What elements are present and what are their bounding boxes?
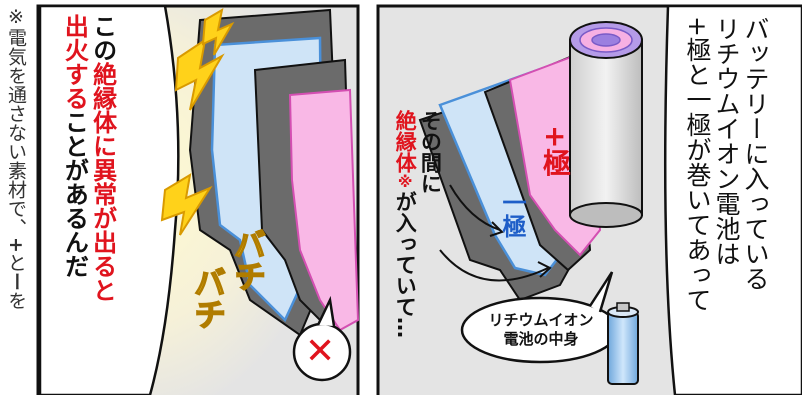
insulator-label: 絶縁体	[393, 110, 418, 173]
asterisk: ※	[396, 173, 415, 191]
minus-symbol: ー	[5, 271, 27, 291]
minus-pole-label: 一極	[498, 190, 526, 238]
narration-box	[663, 4, 802, 395]
lightning-1	[174, 37, 225, 111]
caption-line-1: リチウムイオン	[488, 311, 594, 329]
bubble-line-1-plain: この	[88, 14, 117, 62]
x-mark-icon: ✕	[305, 331, 336, 372]
lightning-3	[201, 8, 235, 56]
between-line-1: その間に	[418, 110, 443, 194]
narration-text: バッテリーに入っている リチウムイオン電池は +極と一極が巻いてあって	[683, 16, 770, 395]
bubble-line-1-red: 絶縁体に異常が出ると	[88, 62, 117, 302]
narration-line-2: リチウムイオン電池は	[712, 16, 741, 266]
between-line-2: 絶縁体※が入っていて…	[392, 110, 417, 338]
plus-symbol: +	[5, 237, 27, 253]
narration-line-1: バッテリーに入っている	[741, 16, 770, 291]
between-text: その間に 絶縁体※が入っていて…	[392, 110, 442, 395]
arrow-to-gray	[439, 249, 549, 282]
caption-text: リチウムイオン 電池の中身	[468, 311, 614, 349]
caption-line-2: 電池の中身	[503, 329, 579, 348]
arrow-to-blue	[449, 184, 501, 231]
roll-cylinder	[569, 39, 643, 216]
side-note-suffix: を	[5, 290, 27, 310]
sfx-bachi-2: バチ	[188, 265, 228, 331]
narration-line-3: +極と一極が巻いてあって	[683, 16, 712, 312]
bubble-line-2: 出火することがあるんだ	[60, 14, 88, 278]
left-bubble-text: この絶縁体に異常が出ると 出火することがあるんだ	[60, 14, 117, 389]
lightning-2	[160, 173, 213, 236]
bubble-line-1: この絶縁体に異常が出ると	[88, 14, 117, 302]
between-line-2-rest: が入っていて…	[393, 191, 418, 338]
sfx-bachi-1: バチ	[228, 227, 268, 293]
left-speech-bubble	[38, 4, 180, 395]
bubble-line-2-red: 出火する	[60, 14, 89, 110]
bubble-line-2-plain: ことがあるんだ	[60, 110, 89, 278]
plus-pole-label: +極	[539, 125, 572, 177]
side-note-prefix: ※電気を通さない素材で、	[5, 6, 27, 237]
side-note-and: と	[5, 252, 27, 272]
side-note: ※電気を通さない素材で、+とーを	[5, 6, 27, 310]
